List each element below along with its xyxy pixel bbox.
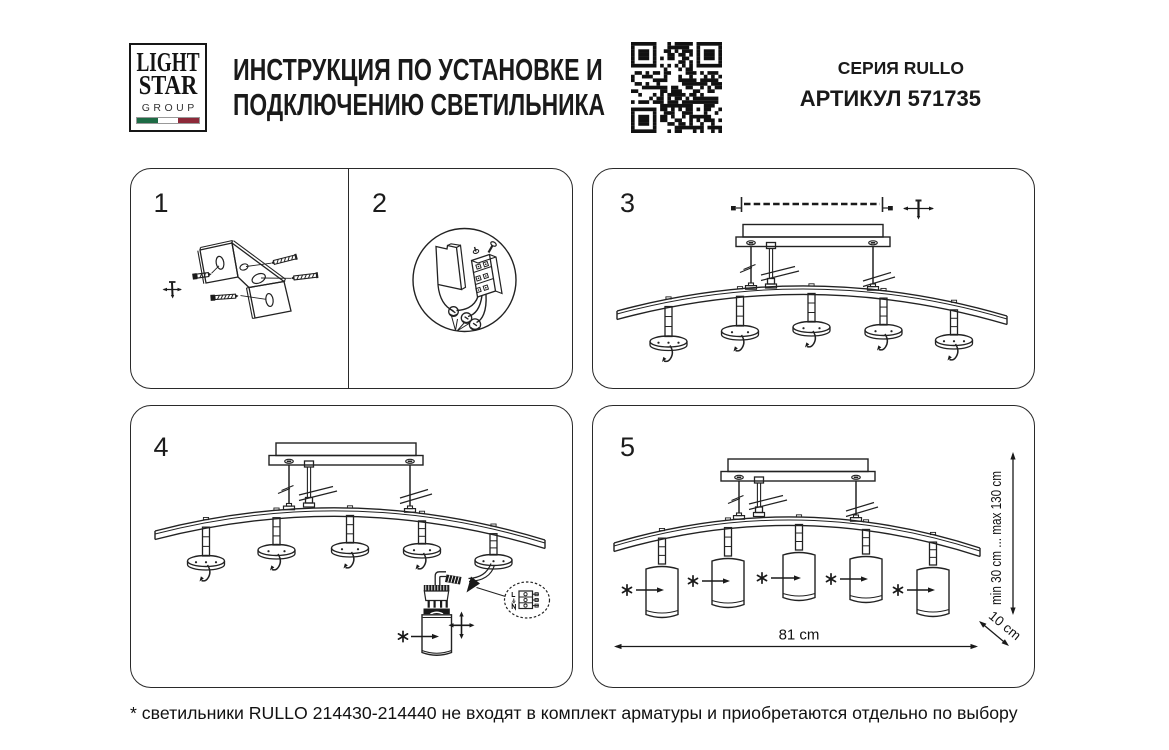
svg-text:min 30 cm ... max 130 cm: min 30 cm ... max 130 cm (989, 471, 1005, 605)
svg-text:81 cm: 81 cm (779, 627, 820, 644)
svg-text:10 cm: 10 cm (986, 608, 1024, 643)
